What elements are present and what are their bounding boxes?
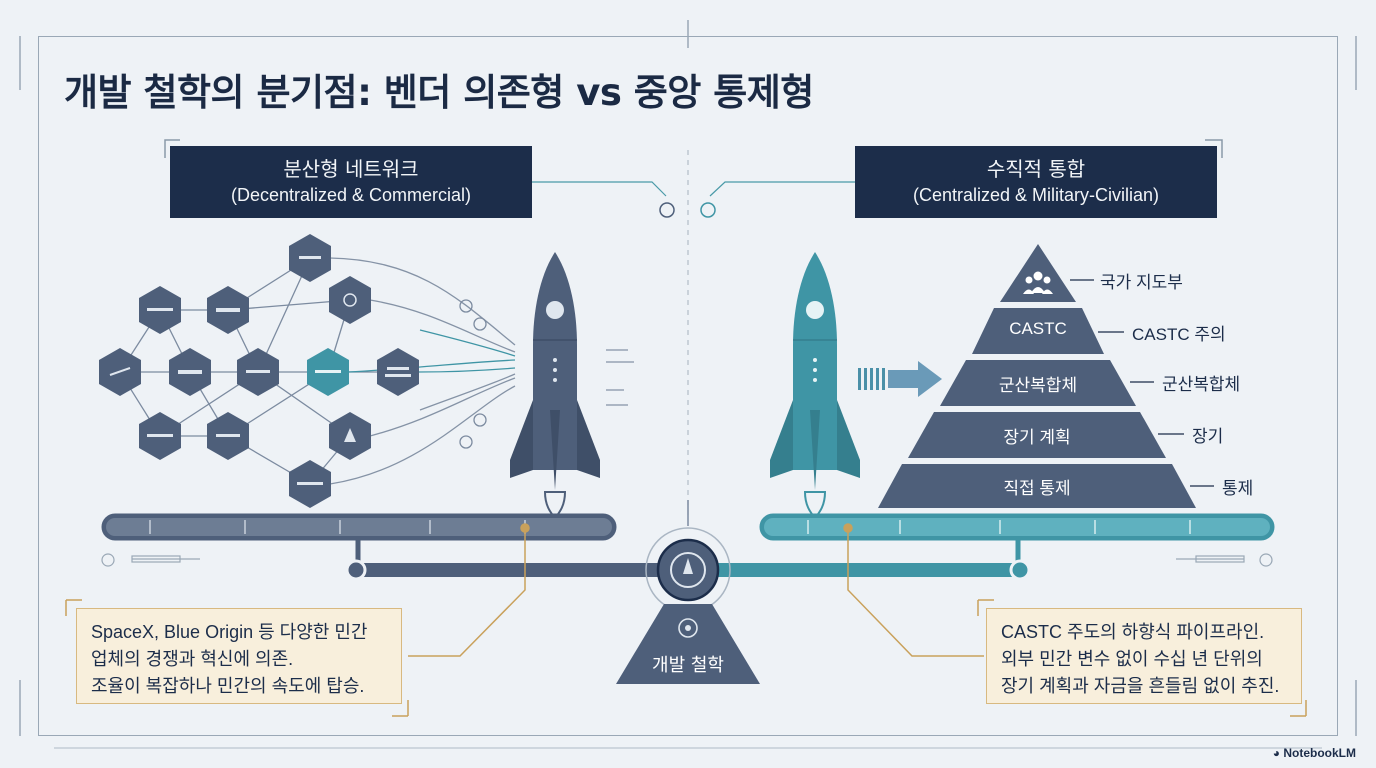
arrow-to-pyramid xyxy=(858,361,942,397)
header-centralized-title: 수직적 통합 xyxy=(986,157,1086,181)
fulcrum xyxy=(616,500,760,684)
network-nodes xyxy=(99,234,419,508)
pyramid-tier-castc: CASTC xyxy=(1009,319,1067,338)
pyramid-tier-direct-control: 직접 통제 xyxy=(1003,479,1071,498)
description-decentralized: SpaceX, Blue Origin 등 다양한 민간 업체의 경쟁과 혁신에… xyxy=(76,608,402,704)
pyramid-label-leadership: 국가 지도부 xyxy=(1100,273,1183,292)
brand-logo: ◕ NotebookLM xyxy=(1273,746,1356,760)
page-title: 개발 철학의 분기점: 벤더 의존형 vs 중앙 통제형 xyxy=(64,71,814,114)
rocket-left xyxy=(510,252,600,520)
description-decentralized-line-2: 업체의 경쟁과 혁신에 의존. xyxy=(91,649,294,669)
header-centralized-subtitle: (Centralized & Military-Civilian) xyxy=(912,185,1160,205)
description-centralized-line-2: 외부 민간 변수 없이 수십 년 단위의 xyxy=(1001,649,1263,669)
description-centralized: CASTC 주도의 하향식 파이프라인. 외부 민간 변수 없이 수십 년 단위… xyxy=(986,608,1302,704)
pyramid-tier-military-industrial: 군산복합체 xyxy=(998,376,1078,395)
description-centralized-line-1: CASTC 주도의 하향식 파이프라인. xyxy=(1001,622,1265,642)
header-centralized: 수직적 통합 (Centralized & Military-Civilian) xyxy=(855,146,1217,218)
brand-name: NotebookLM xyxy=(1283,746,1356,760)
description-centralized-line-3: 장기 계획과 자금을 흔들림 없이 추진. xyxy=(1001,676,1280,696)
description-decentralized-line-1: SpaceX, Blue Origin 등 다양한 민간 xyxy=(91,622,368,642)
pyramid-tier-long-term-plan: 장기 계획 xyxy=(1003,428,1071,447)
pyramid-label-military-industrial: 군산복합체 xyxy=(1162,375,1241,394)
pyramid-label-control: 통제 xyxy=(1222,479,1254,498)
header-decentralized-title: 분산형 네트워크 xyxy=(283,157,419,181)
pyramid-label-castc: CASTC 주의 xyxy=(1132,325,1226,344)
pyramid-label-long-term: 장기 xyxy=(1192,427,1224,446)
notebooklm-icon: ◕ xyxy=(1272,746,1280,760)
header-decentralized-subtitle: (Decentralized & Commercial) xyxy=(230,185,472,205)
description-decentralized-line-3: 조율이 복잡하나 민간의 속도에 탑승. xyxy=(91,676,365,696)
fulcrum-label: 개발 철학 xyxy=(652,655,724,676)
header-decentralized: 분산형 네트워크 (Decentralized & Commercial) xyxy=(170,146,532,218)
pyramid xyxy=(878,244,1196,508)
balance-beams xyxy=(101,513,1275,581)
rocket-right xyxy=(770,252,860,520)
